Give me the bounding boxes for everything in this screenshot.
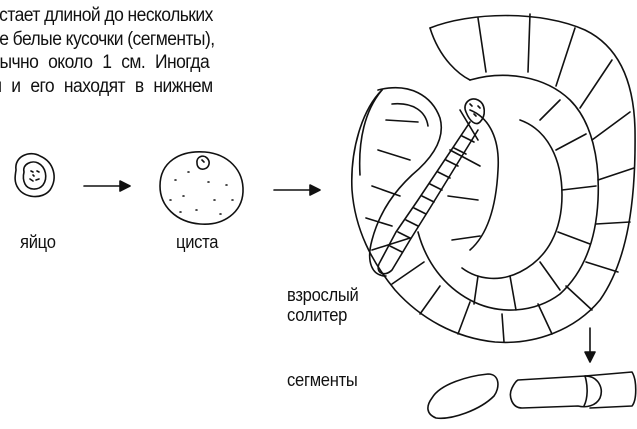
label-egg: яйцо xyxy=(20,232,56,253)
adult-tapeworm-illustration xyxy=(352,14,635,342)
egg-illustration xyxy=(15,154,54,197)
label-segments: сегменты xyxy=(287,370,358,391)
cyst-illustration xyxy=(160,152,243,224)
segments-illustration xyxy=(428,372,636,418)
label-cyst: циста xyxy=(176,232,218,253)
arrow-cyst-to-adult xyxy=(274,185,320,195)
label-adult-tapeworm: взрослый солитер xyxy=(287,285,388,325)
arrow-adult-to-segments xyxy=(585,328,595,362)
arrow-egg-to-cyst xyxy=(84,181,130,191)
